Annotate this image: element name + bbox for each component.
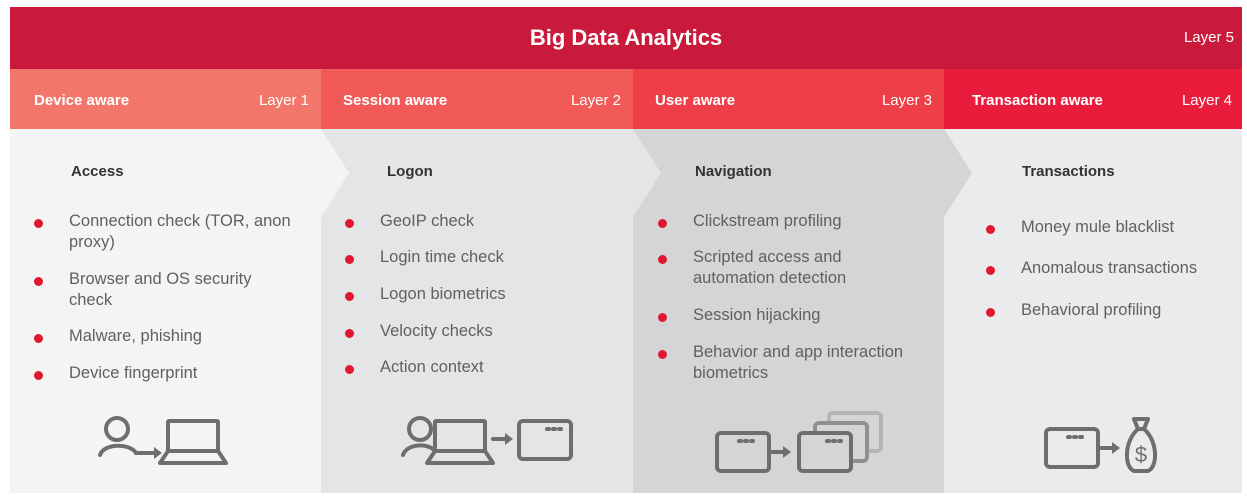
bullet-dot: [345, 329, 354, 338]
list-item: Logon biometrics: [345, 284, 610, 305]
panel-transactions: Transactions Money mule blacklist Anomal…: [944, 129, 1242, 493]
window-to-stacked-windows-icon: [715, 409, 890, 480]
bullet-dot: [658, 255, 667, 264]
bullet-dot: [34, 219, 43, 228]
bullet-dot: [34, 371, 43, 380]
big-data-analytics-bar: Big Data Analytics Layer 5: [10, 7, 1242, 69]
bullet-dot: [34, 277, 43, 286]
svg-text:$: $: [1135, 442, 1147, 467]
bullet-dot: [658, 313, 667, 322]
bullet-dot: [986, 266, 995, 275]
layer-number: Layer 4: [1181, 92, 1232, 109]
list-item: Behavioral profiling: [986, 300, 1236, 321]
user-laptop-to-window-icon: [399, 415, 574, 472]
bullet-dot: [345, 365, 354, 374]
list-item: Session hijacking: [658, 305, 913, 326]
list-item: Scripted access and automation detection: [658, 247, 913, 289]
bullet-dot: [658, 219, 667, 228]
bullet-dot: [986, 308, 995, 317]
bullet-dot: [658, 350, 667, 359]
list-item: Action context: [345, 357, 610, 378]
bullet-dot: [345, 219, 354, 228]
layer-title: Session aware: [343, 92, 448, 109]
panel-logon: Logon GeoIP check Login time check Logon…: [321, 129, 633, 493]
layer-number: Layer 3: [881, 92, 932, 109]
list-item: Money mule blacklist: [986, 217, 1236, 238]
panel-access: Access Connection check (TOR, anon proxy…: [10, 129, 321, 493]
layer-diagram: Big Data Analytics Layer 5 Device aware …: [10, 7, 1242, 493]
section-title: Navigation: [695, 163, 772, 180]
list-item: Behavior and app interaction biometrics: [658, 342, 913, 384]
layer-number: Layer 2: [570, 92, 621, 109]
window-to-money-bag-icon: $: [1044, 415, 1184, 480]
flow-chevron: [633, 129, 661, 217]
list-item: Connection check (TOR, anon proxy): [34, 211, 299, 253]
list-item: Device fingerprint: [34, 363, 299, 384]
flow-chevron: [321, 129, 349, 217]
layer-title: Device aware: [34, 92, 130, 109]
list-item: GeoIP check: [345, 211, 610, 232]
panel-navigation: Navigation Clickstream profiling Scripte…: [633, 129, 944, 493]
bullet-dot: [34, 334, 43, 343]
bullet-dot: [345, 255, 354, 264]
layer-title: User aware: [655, 92, 736, 109]
layer-header-session: Session aware Layer 2: [321, 69, 633, 129]
list-item: Malware, phishing: [34, 326, 299, 347]
list-item: Anomalous transactions: [986, 258, 1236, 279]
list-item: Clickstream profiling: [658, 211, 913, 232]
section-title: Access: [71, 163, 124, 180]
section-title: Transactions: [1022, 163, 1115, 180]
list-item: Velocity checks: [345, 321, 610, 342]
bullet-dot: [345, 292, 354, 301]
layer-number: Layer 1: [258, 92, 309, 109]
user-to-laptop-icon: [96, 415, 236, 472]
bullet-dot: [986, 225, 995, 234]
layer-header-device: Device aware Layer 1: [10, 69, 321, 129]
layer-header-user: User aware Layer 3: [633, 69, 944, 129]
flow-chevron: [944, 129, 972, 217]
list-item: Login time check: [345, 247, 610, 268]
top-title: Big Data Analytics: [529, 25, 723, 50]
list-item: Browser and OS security check: [34, 269, 299, 311]
top-layer-label: Layer 5: [1183, 29, 1234, 46]
section-title: Logon: [387, 163, 433, 180]
layer-title: Transaction aware: [972, 92, 1103, 109]
layer-header-transaction: Transaction aware Layer 4: [944, 69, 1242, 129]
